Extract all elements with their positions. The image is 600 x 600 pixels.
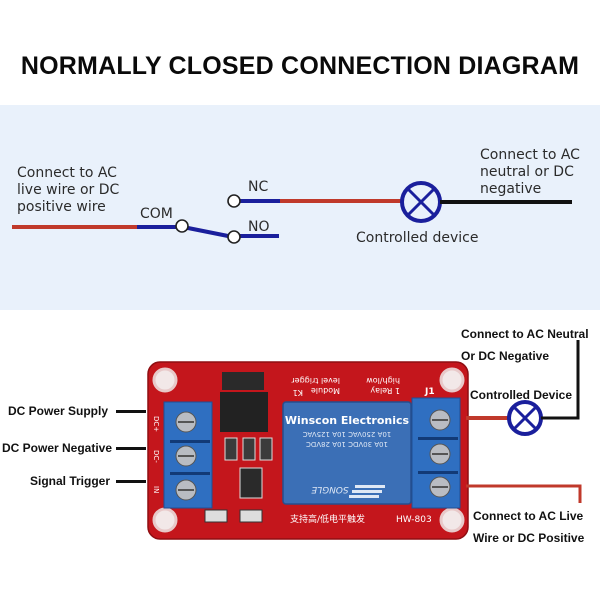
controlled-device-lamp-icon <box>400 181 442 223</box>
relay-body <box>282 401 412 505</box>
silk-dc-plus: DC+ <box>152 416 160 432</box>
controlled-device-lamp-icon <box>507 400 543 436</box>
relay-maker: SONGLE <box>311 484 349 494</box>
neutral-label-line: negative <box>480 181 542 197</box>
output-terminal-block <box>411 397 461 509</box>
screw-icon <box>429 476 451 498</box>
neutral-connection-line: Or DC Negative <box>461 349 550 363</box>
dc-negative-leader <box>116 447 146 450</box>
live-label-line: positive wire <box>17 199 106 215</box>
silk-dc-minus: DC- <box>152 450 160 463</box>
optocoupler-chip <box>220 392 268 432</box>
nc-label: NC <box>248 179 269 195</box>
smd-resistor <box>242 437 256 461</box>
mounting-hole-icon <box>152 367 178 393</box>
nc-terminal <box>227 194 241 208</box>
schematic-wiring <box>12 181 572 244</box>
screw-icon <box>175 445 197 467</box>
smd-resistor <box>224 437 238 461</box>
silk-chinese: 支持高/低电平触发 <box>290 513 365 525</box>
live-output-wire <box>466 484 582 503</box>
screw-icon <box>429 443 451 465</box>
live-connection-line: Connect to AC Live <box>473 509 584 523</box>
no-terminal <box>227 230 241 244</box>
signal-trigger-label: Signal Trigger <box>30 474 111 488</box>
relay-board-illustration: Winscon Electronics 10A 250VAC 10A 125VA… <box>116 340 582 540</box>
neutral-label-line: Connect to AC <box>480 147 580 163</box>
schematic-panel: Connect to AC live wire or DC positive w… <box>0 105 600 310</box>
neutral-connection-line: Connect to AC Neutral <box>461 327 589 341</box>
screw-icon <box>175 411 197 433</box>
live-label-line: Connect to AC <box>17 165 117 181</box>
neutral-label-line: neutral or DC <box>480 164 574 180</box>
com-terminal <box>175 219 189 233</box>
board-panel: Winscon Electronics 10A 250VAC 10A 125VA… <box>0 310 600 600</box>
live-connection-line: Wire or DC Positive <box>473 531 585 545</box>
neutral-output-wire <box>541 340 580 420</box>
silk-relay: high/low <box>366 376 400 385</box>
page-title: NORMALLY CLOSED CONNECTION DIAGRAM <box>20 52 580 80</box>
neutral-connection-label: Connect to AC Neutral Or DC Negative <box>461 323 589 367</box>
mounting-hole-icon <box>152 507 178 533</box>
smd-resistor <box>239 509 263 523</box>
live-wire-label: Connect to AC live wire or DC positive w… <box>17 165 119 216</box>
signal-leader <box>116 480 146 483</box>
relay-rating: 10A 30VDC 10A 28VDC <box>306 440 388 448</box>
device-label: Controlled device <box>356 230 479 246</box>
silk-module: Module <box>311 386 340 395</box>
mounting-hole-icon <box>439 507 465 533</box>
screw-icon <box>175 479 197 501</box>
transistor <box>239 467 263 499</box>
silk-module: level trigger <box>291 376 340 385</box>
smd-led <box>204 509 228 523</box>
com-label: COM <box>140 206 173 222</box>
dc-power-supply-label: DC Power Supply <box>8 404 109 418</box>
silk-k1: K1 <box>293 388 303 397</box>
dc-supply-leader <box>116 410 146 413</box>
dc-power-negative-label: DC Power Negative <box>2 441 113 455</box>
silk-relay: 1 Relay <box>370 386 400 395</box>
mounting-hole-icon <box>439 367 465 393</box>
live-label-line: live wire or DC <box>17 182 120 198</box>
live-connection-label: Connect to AC Live Wire or DC Positive <box>473 505 584 549</box>
smd-resistor <box>259 437 273 461</box>
neutral-label: Connect to AC neutral or DC negative <box>480 147 580 198</box>
screw-icon <box>429 409 451 431</box>
input-terminal-block <box>163 401 213 509</box>
jumper-header <box>222 372 264 390</box>
switch-arm <box>182 225 229 238</box>
relay-brand: Winscon Electronics <box>285 414 410 427</box>
relay-rating: 10A 250VAC 10A 125VAC <box>303 430 392 438</box>
silk-model: HW-803 <box>396 515 432 525</box>
silk-j1: J1 <box>424 387 435 397</box>
controlled-device-label: Controlled Device <box>470 388 573 402</box>
relay-logo-icon <box>349 485 385 498</box>
silk-in: IN <box>152 486 160 493</box>
no-label: NO <box>248 219 270 235</box>
